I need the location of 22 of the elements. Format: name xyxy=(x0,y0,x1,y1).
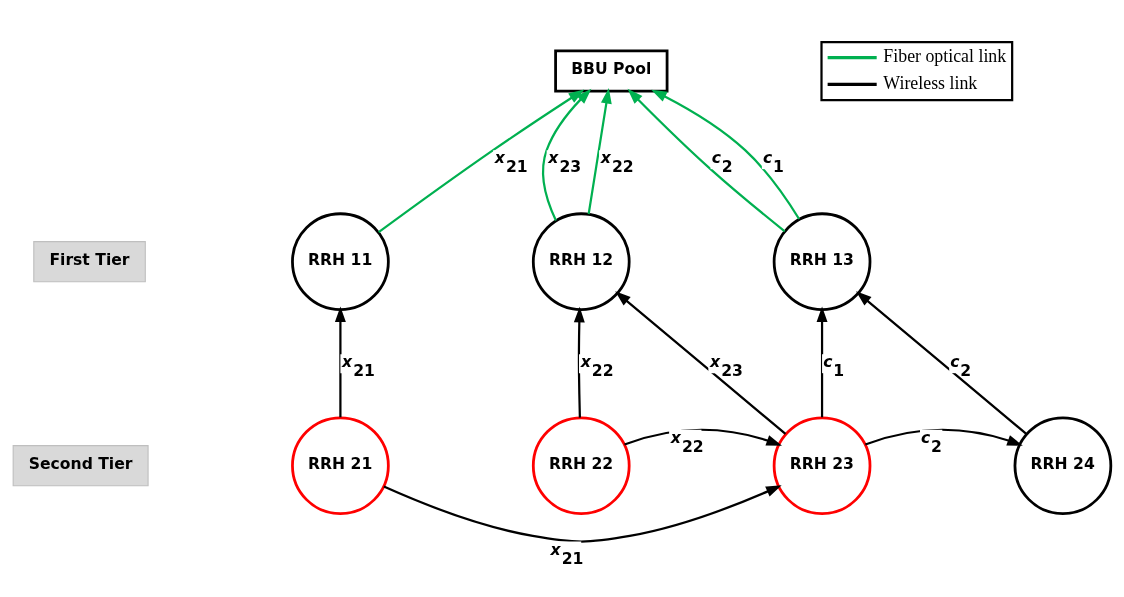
node-circle: RRH 22 xyxy=(531,416,631,516)
node-circle: RRH 23 xyxy=(772,416,872,516)
arrow xyxy=(615,291,787,435)
arrow xyxy=(587,88,612,215)
node-circle: RRH 11 xyxy=(291,212,390,311)
legend-label: Fiber optical link xyxy=(883,45,1007,66)
node-circle: RRH 21 xyxy=(291,416,390,516)
node-box: Second Tier xyxy=(12,445,149,487)
arrow xyxy=(334,306,346,418)
arrow xyxy=(816,306,828,418)
arrow xyxy=(651,89,801,220)
arrow xyxy=(378,89,585,234)
arrow xyxy=(573,306,585,418)
arrow xyxy=(856,291,1028,435)
arrow xyxy=(864,428,1023,446)
arrow xyxy=(542,88,592,221)
arrow xyxy=(624,428,783,446)
node-box: BBU Pool xyxy=(554,49,669,93)
legend-label: Wireless link xyxy=(883,72,978,93)
arrow xyxy=(383,485,782,543)
node-box: First Tier xyxy=(33,241,146,283)
node-circle: RRH 24 xyxy=(1013,416,1113,516)
